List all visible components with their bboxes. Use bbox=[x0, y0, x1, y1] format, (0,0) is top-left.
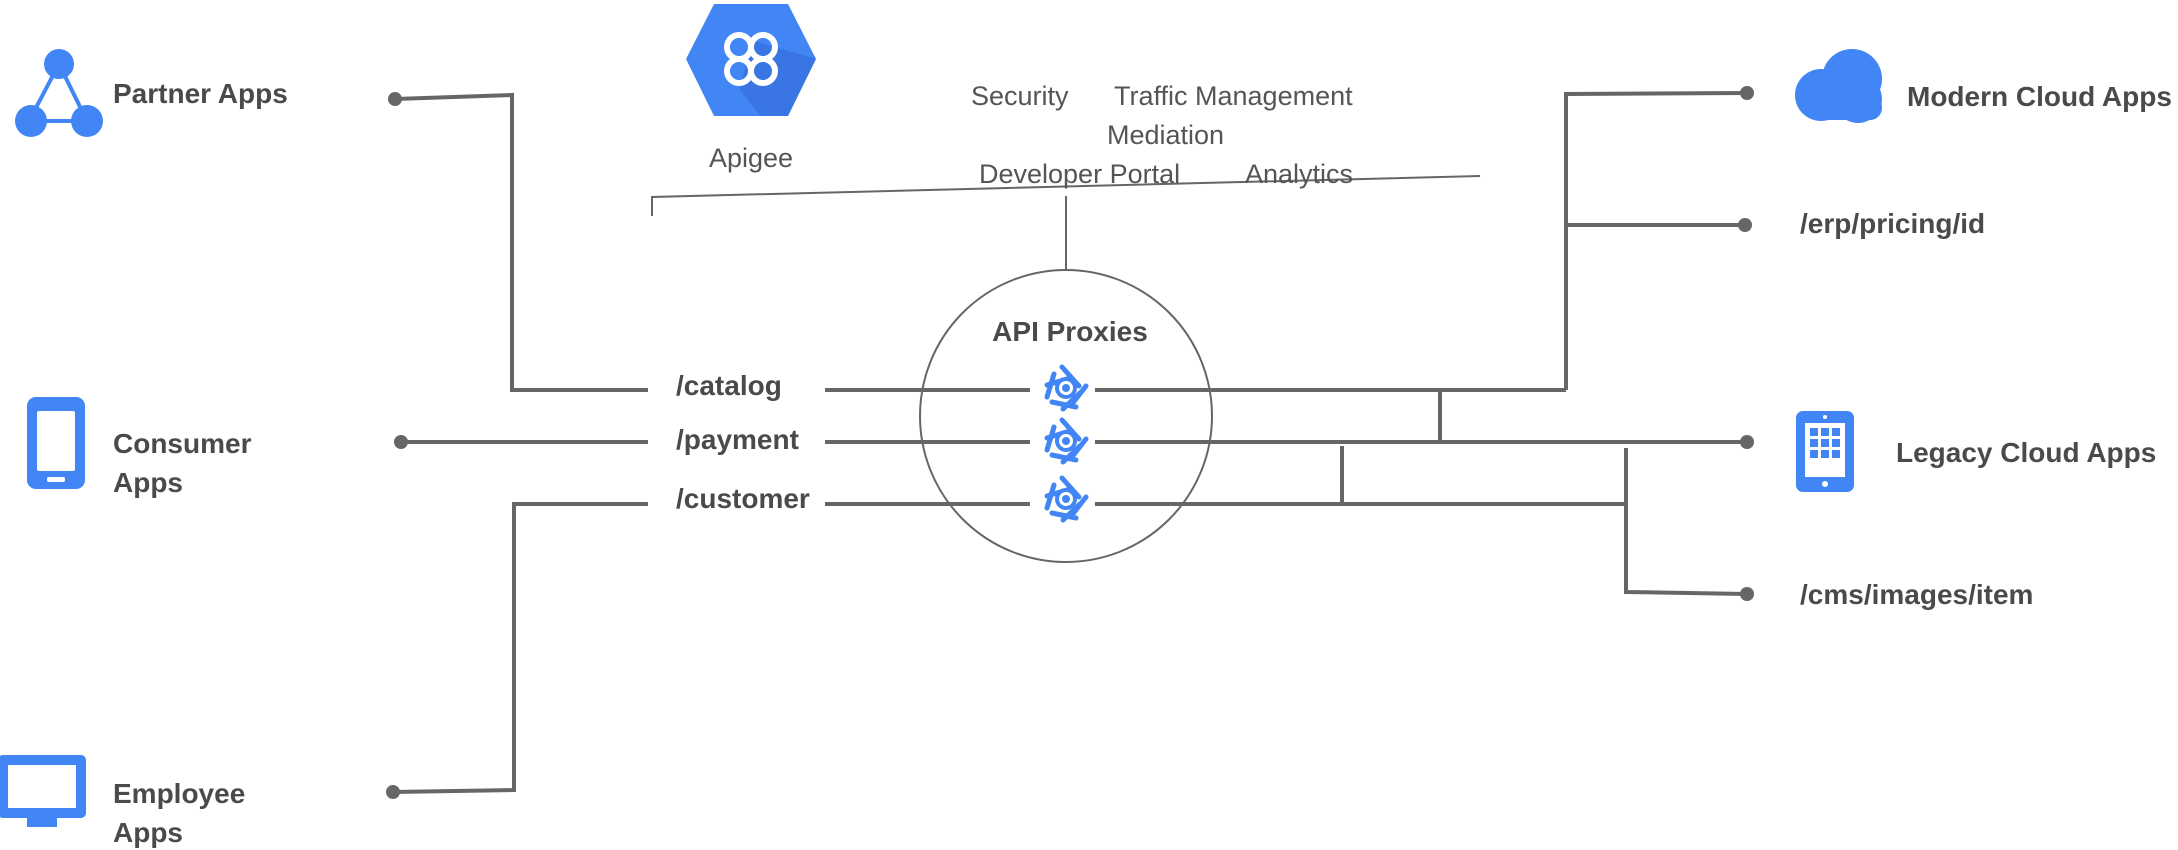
endpoint-erp-pricing-id: /erp/pricing/id bbox=[1800, 208, 1985, 239]
legacy-cloud-apps-label: Legacy Cloud Apps bbox=[1896, 437, 2156, 468]
feature-traffic-management: Traffic Management bbox=[1114, 81, 1353, 111]
network-triangle-icon bbox=[15, 49, 103, 137]
tablet-icon bbox=[1796, 411, 1854, 492]
path-label-catalog: /catalog bbox=[676, 370, 782, 401]
apigee-label: Apigee bbox=[709, 143, 793, 173]
smartphone-icon bbox=[27, 397, 85, 489]
partner-apps-label: Partner Apps bbox=[113, 78, 288, 109]
modern-cloud-apps-label: Modern Cloud Apps bbox=[1907, 81, 2172, 112]
consumer-apps-label: Consumer Apps bbox=[113, 428, 259, 498]
monitor-icon bbox=[0, 755, 86, 827]
cloud-icon bbox=[1795, 49, 1882, 123]
feature-mediation: Mediation bbox=[1107, 120, 1224, 150]
endpoint-cms-images-item: /cms/images/item bbox=[1800, 579, 2033, 610]
connector-dots bbox=[386, 86, 1754, 799]
api-proxies-title: API Proxies bbox=[992, 316, 1148, 347]
path-label-payment: /payment bbox=[676, 424, 799, 455]
api-proxies-circle bbox=[919, 269, 1213, 563]
proxy-shutter-icon-payment bbox=[1047, 420, 1086, 462]
apigee-hexagon-icon bbox=[686, 4, 816, 116]
employee-apps-label: Employee Apps bbox=[113, 778, 253, 848]
proxy-shutter-icon-catalog bbox=[1047, 367, 1086, 409]
proxy-shutter-icon-customer bbox=[1047, 478, 1086, 520]
path-label-customer: /customer bbox=[676, 483, 810, 514]
feature-analytics: Analytics bbox=[1245, 159, 1353, 189]
feature-developer-portal: Developer Portal bbox=[979, 159, 1180, 189]
feature-security: Security bbox=[971, 81, 1069, 111]
connector-lines bbox=[392, 91, 1748, 794]
